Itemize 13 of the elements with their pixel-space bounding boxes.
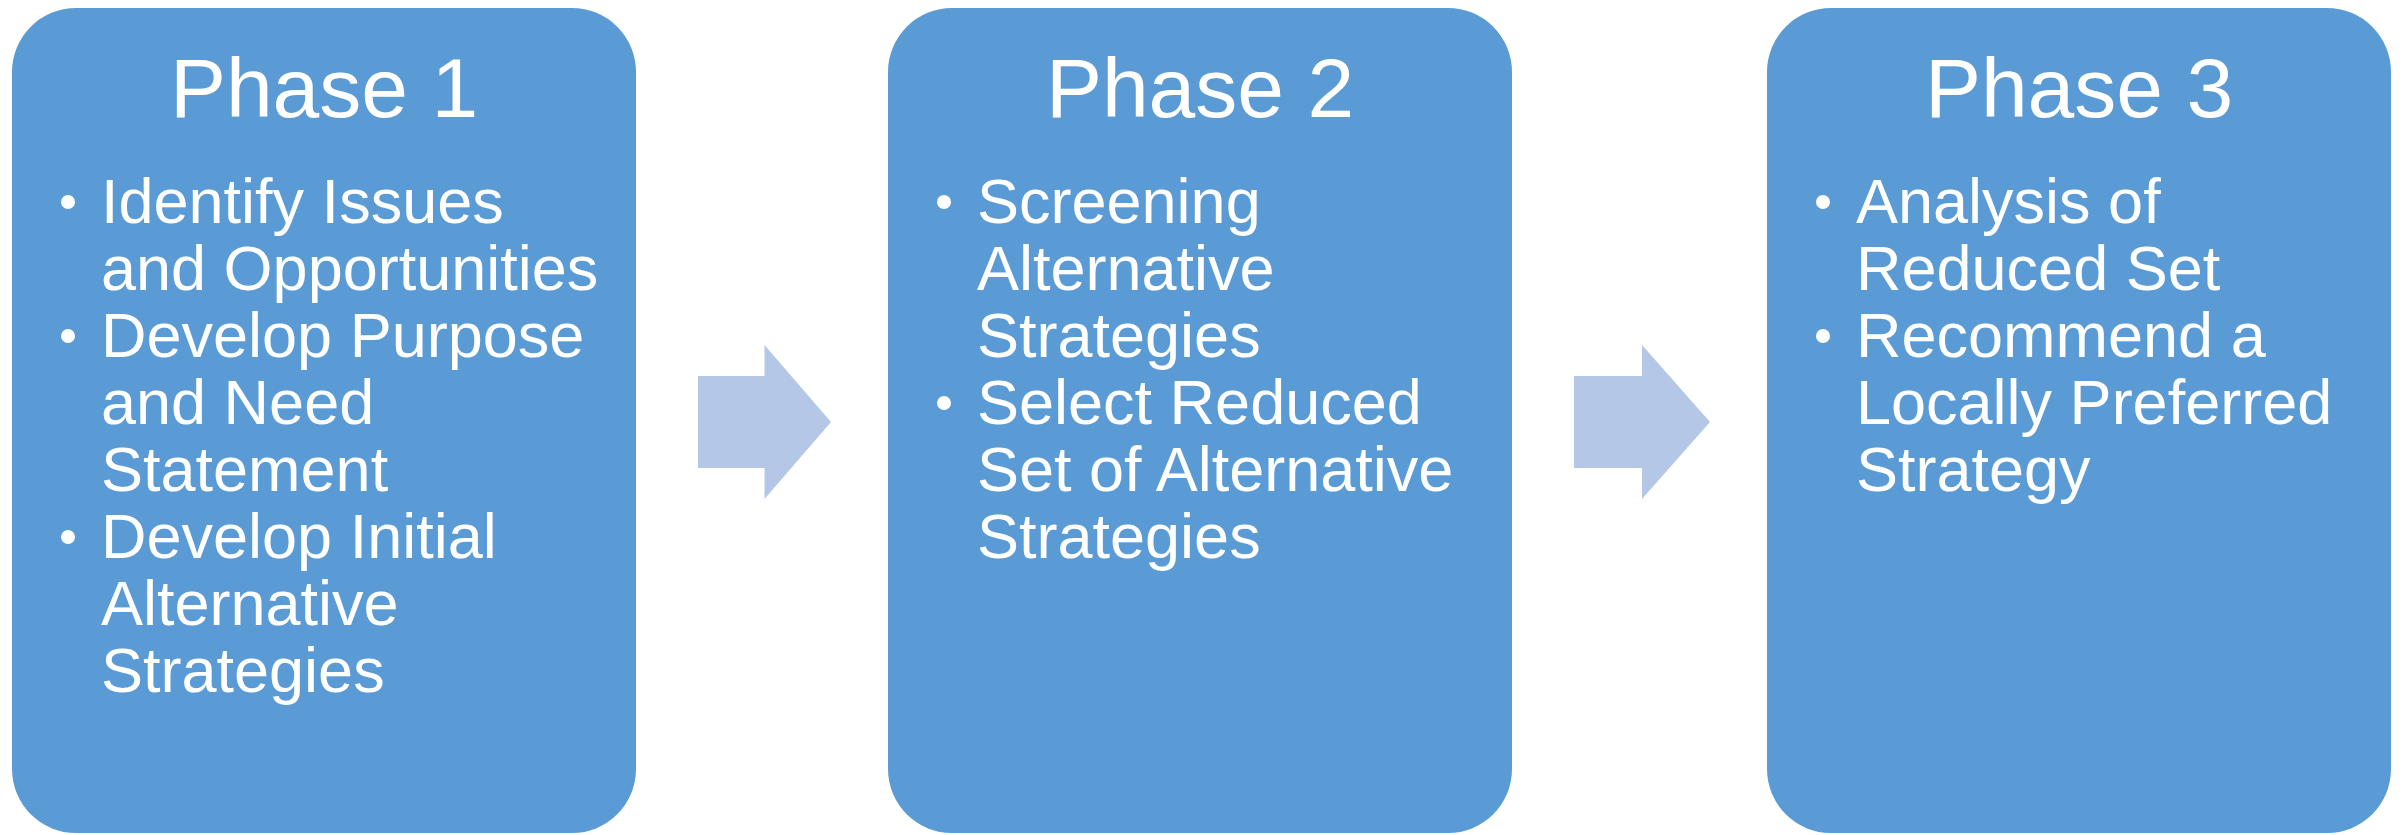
phase-title: Phase 2: [1044, 40, 1356, 137]
block-arrow: [1574, 345, 1710, 499]
bullet-text: Analysis of Reduced Set: [1856, 166, 2221, 303]
block-arrow: [698, 345, 831, 499]
phase-box: [888, 8, 1512, 833]
phase-box: [1767, 8, 2391, 833]
bullet-text: Screening Alternative Strategies: [977, 166, 1275, 370]
phase-title: Phase 3: [1923, 40, 2235, 137]
bullet-text: Identify Issues and Opportunities: [101, 166, 599, 303]
bullet-text: Recommend a Locally Preferred Strategy: [1856, 300, 2333, 504]
bullet-text: Develop Initial Alternative Strategies: [101, 501, 497, 705]
phase-box: [12, 8, 636, 833]
phase-title: Phase 1: [168, 40, 480, 137]
